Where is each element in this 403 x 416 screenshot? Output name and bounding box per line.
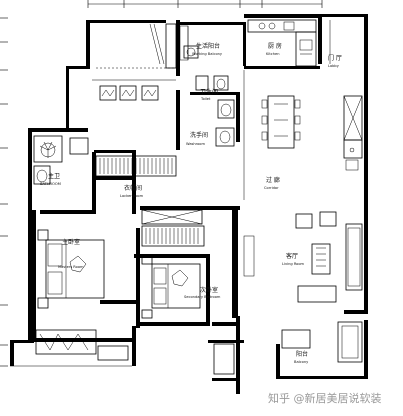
second-bedroom-label-en: Secondary Bedroom	[184, 295, 221, 299]
bathroom-label: 主卫	[48, 172, 60, 180]
corridor-label-en: Corridor	[264, 186, 279, 190]
kitchen-counters	[247, 19, 317, 67]
balcony-label: 阳台	[296, 350, 308, 358]
living-room-label-en: Living Room	[282, 262, 305, 266]
living-room-furniture	[243, 211, 363, 303]
utility-balcony-label-en: Working Balcony	[192, 52, 223, 56]
washing-machine	[183, 45, 199, 59]
watermark: 知乎 @新居美居说软装	[268, 391, 382, 405]
lobby-label-en: Lobby	[328, 64, 340, 68]
locker-label-en: Locker Room	[120, 194, 144, 198]
toilet-label: 卫生间	[200, 88, 218, 96]
washroom-label: 洗手间	[190, 131, 208, 139]
exterior-walls	[10, 14, 368, 394]
utility-balcony-label: 生活阳台	[196, 42, 220, 50]
balcony-label-en: Balcony	[294, 360, 309, 364]
balcony-fixtures	[35, 321, 363, 375]
bathroom-fixtures	[33, 135, 89, 185]
dimension-ticks-top	[87, 0, 323, 8]
bedroom-wardrobe	[141, 209, 205, 247]
locker-wardrobe	[95, 155, 177, 177]
toilet-fixtures	[195, 75, 235, 119]
master-bedroom-label: 主卧室	[62, 238, 80, 246]
corridor-label: 过 廊	[266, 176, 280, 184]
secondary-bed	[141, 255, 201, 319]
utility-balcony-area	[149, 23, 189, 69]
living-room-label: 客厅	[286, 252, 298, 260]
kitchen-label-en: Kitchen	[266, 52, 280, 56]
kitchen-label: 厨 房	[268, 42, 282, 50]
master-bedroom-label-en: Masters Room	[58, 265, 84, 269]
locker-label: 衣帽间	[124, 184, 142, 192]
dining-table	[261, 95, 301, 149]
washroom-label-en: Washroom	[186, 142, 205, 146]
second-bedroom-label: 次卧室	[200, 286, 218, 294]
lobby-label: 门 厅	[328, 54, 342, 62]
lobby-cabinet	[343, 95, 363, 171]
toilet-label-en: Toilet	[200, 97, 211, 101]
room-labels: 生活阳台 Working Balcony 厨 房 Kitchen 门 厅 Lob…	[40, 42, 342, 364]
master-bed	[37, 229, 105, 309]
washroom-sink	[215, 127, 235, 147]
interior-walls	[40, 66, 320, 328]
bathroom-label-en: BATHROOM	[40, 182, 61, 186]
corridor-lines	[10, 20, 331, 367]
utility-room-fixtures	[92, 79, 176, 101]
dimension-ticks-left	[0, 17, 8, 367]
